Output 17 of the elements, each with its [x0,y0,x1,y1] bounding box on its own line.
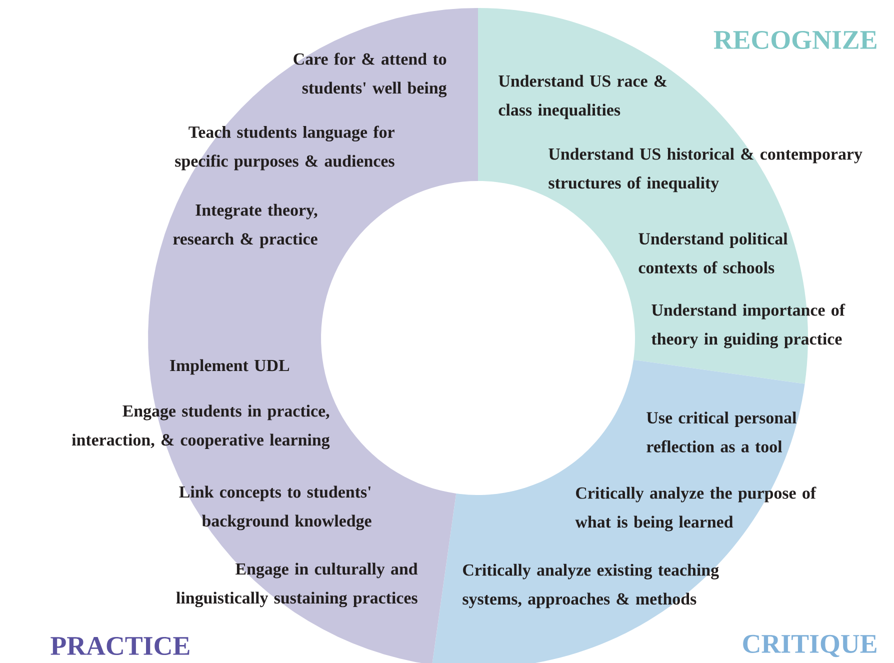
list-item: Understand importance of theory in guiding practice [651,304,846,348]
list-item: Engage students in practice, interaction, & cooperative learning [72,404,330,450]
list-item: Integrate theory, research & practice [173,204,318,248]
list-item: Teach students language for specific purposes & audiences [175,126,394,170]
list-item: Critically analyze the purpose of what is being learned [575,486,816,532]
list-item: Understand US historical & contemporary structures of inequality [548,148,862,192]
list-item: Understand US race & class inequalities [498,74,667,120]
segment-heading: PRACTICE [50,636,190,656]
list-item: Engage in culturally and linguistically sustaining practices [176,562,418,608]
list-item: Implement UDL [170,359,290,375]
list-item: Critically analyze existing teaching systems, approaches & methods [462,564,719,608]
segment-heading: RECOGNIZE [714,30,876,50]
list-item: Link concepts to students' background knowledge [179,486,372,530]
segment-heading: CRITIQUE [743,634,876,658]
list-item: Use critical personal reflection as a tool [646,412,796,452]
list-item: Understand political contexts of schools [638,232,788,274]
list-item: Care for & attend to students' well being [294,52,447,98]
